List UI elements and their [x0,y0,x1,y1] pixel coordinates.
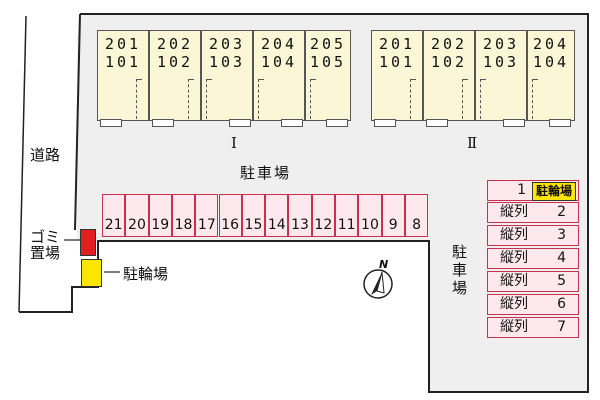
space-type: 縦列 [500,319,528,335]
unit-upper-number: 202 [430,35,468,53]
step [374,119,396,127]
parking-space: 20 [125,194,149,237]
unit-upper-number: 202 [156,35,194,53]
compass-north-label: N [379,258,389,271]
parking-space: 9 [381,194,405,237]
unit-lower-number: 103 [208,53,246,71]
road-edge [18,15,27,313]
unit-upper-number: 201 [104,35,142,53]
unit-b2-4: 204 104 [527,30,575,127]
unit-upper-number: 204 [532,35,570,53]
unit-lower-number: 101 [378,53,416,71]
parking-space: 13 [288,194,312,237]
unit-lower-number: 104 [260,53,298,71]
space-type: 縦列 [500,273,528,289]
space-number: 6 [557,296,566,312]
bicycle-tag: 駐輪場 [531,182,576,201]
parking-space: 18 [171,194,196,237]
parking-space: 11 [335,194,359,237]
parking-space: 16 [218,194,242,237]
parallel-space: 縦列 6 [487,294,579,315]
unit-b2-3: 203 103 [475,30,527,127]
space-number: 2 [557,204,566,220]
unit-upper-number: 201 [378,35,416,53]
entrance-outline [410,79,416,119]
parallel-space: 縦列 3 [487,225,579,246]
unit-b1-4: 204 104 [253,30,305,127]
unit-upper-number: 205 [309,35,347,53]
parallel-space: 縦列 5 [487,271,579,292]
parking-space: 17 [195,194,219,237]
parallel-space: 縦列 2 [487,202,579,223]
space-type: 縦列 [500,227,528,243]
unit-b1-1: 201 101 [97,30,149,127]
entrance-outline [136,79,142,119]
building-label-2: Ⅱ [467,134,478,152]
step [549,119,571,127]
space-number: 7 [557,319,566,335]
space-type: 縦列 [500,204,528,220]
space-type: 縦列 [500,296,528,312]
garbage-area-label: ゴミ置場 [30,228,61,262]
parking-space: 14 [265,194,289,237]
step [229,119,251,127]
parallel-space: 1 駐輪場 [487,180,579,201]
step [426,119,448,127]
bicycle-parking-area [81,259,102,287]
unit-b1-3: 203 103 [201,30,253,127]
parking-space: 19 [148,194,172,237]
unit-upper-number: 203 [208,35,246,53]
parking-space: 12 [311,194,335,237]
compass-icon [363,269,393,299]
unit-b2-2: 202 102 [423,30,475,127]
parking-label-center: 駐車場 [240,164,292,182]
parallel-space: 縦列 4 [487,248,579,269]
entrance-outline [188,79,194,119]
step [152,119,174,127]
unit-upper-number: 204 [260,35,298,53]
entrance-outline [258,79,264,119]
lot-boundary-west [74,13,81,231]
unit-b1-5: 205 105 [305,30,351,127]
parking-space: 21 [102,194,126,237]
lot-boundary [19,13,589,393]
unit-lower-number: 103 [482,53,520,71]
garbage-area [80,229,96,256]
parking-space: 8 [404,194,429,237]
entrance-outline [206,79,212,119]
road-label: 道路 [30,146,61,164]
unit-b2-1: 201 101 [371,30,423,127]
unit-lower-number: 105 [309,53,347,71]
step [281,119,303,127]
space-number: 4 [557,250,566,266]
bicycle-parking-label: 駐輪場 [123,265,169,283]
unit-lower-number: 102 [156,53,194,71]
space-number: 3 [557,227,566,243]
parking-space: 15 [241,194,266,237]
entrance-outline [310,79,316,119]
parking-space: 10 [358,194,382,237]
parallel-space: 縦列 7 [487,317,579,338]
step [503,119,525,127]
space-number: 5 [557,273,566,289]
unit-b1-2: 202 102 [149,30,201,127]
entrance-outline [480,79,486,119]
unit-lower-number: 104 [532,53,570,71]
unit-lower-number: 101 [104,53,142,71]
unit-lower-number: 102 [430,53,468,71]
entrance-outline [532,79,538,119]
space-number: 1 [517,182,526,198]
building-label-1: Ⅰ [231,134,237,152]
step [326,119,348,127]
unit-upper-number: 203 [482,35,520,53]
entrance-outline [462,79,468,119]
parking-label-side: 駐車場 [452,243,468,297]
space-type: 縦列 [500,250,528,266]
step [100,119,122,127]
